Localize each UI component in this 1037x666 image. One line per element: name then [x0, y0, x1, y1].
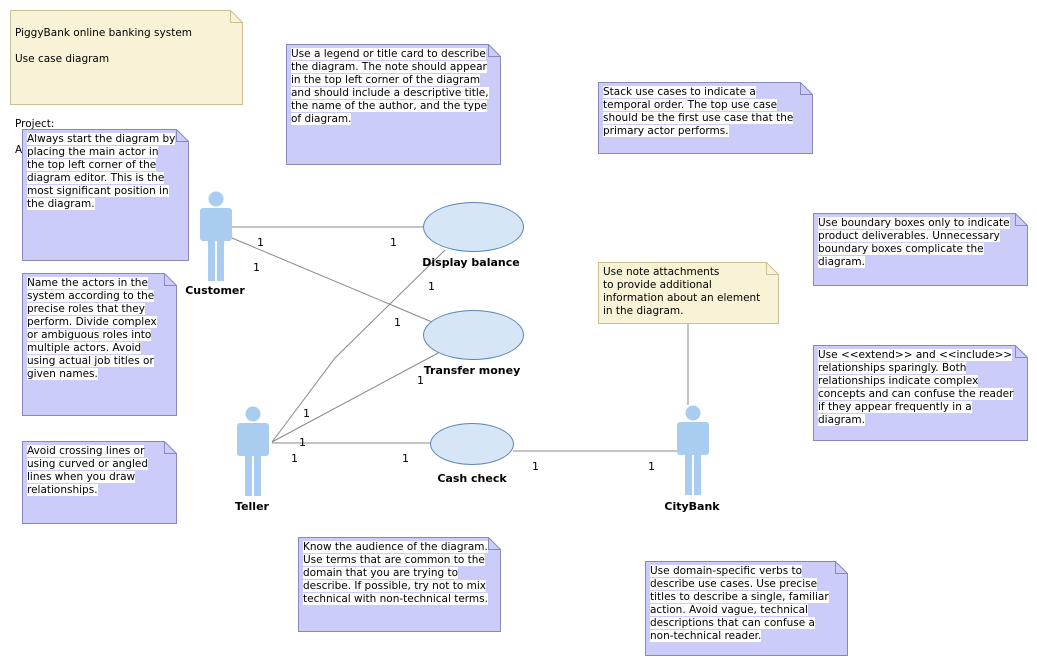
- note-boundary-text: Use boundary boxes only to indicate prod…: [818, 217, 1010, 268]
- actor-customer-icon[interactable]: [197, 191, 235, 281]
- multiplicity-label: 1: [648, 460, 655, 473]
- usecase-cash-check[interactable]: [430, 423, 514, 465]
- multiplicity-label: 1: [390, 236, 397, 249]
- actor-citybank-icon[interactable]: [674, 405, 712, 495]
- actor-customer-label: Customer: [185, 284, 245, 297]
- project-label: Project:: [15, 118, 55, 130]
- note-attachments-text: Use note attachments to provide addition…: [603, 266, 761, 317]
- title-line-2: Use case diagram: [15, 53, 110, 65]
- multiplicity-label: 1: [532, 460, 539, 473]
- actor-teller-label: Teller: [235, 500, 269, 513]
- actor-teller-icon[interactable]: [234, 406, 272, 496]
- note-extend-text: Use <<extend>> and <<include>> relations…: [818, 349, 1014, 426]
- note-legend-text: Use a legend or title card to describe t…: [291, 48, 489, 125]
- multiplicity-label: 1: [394, 316, 401, 329]
- note-attachments[interactable]: Use note attachments to provide addition…: [598, 262, 779, 324]
- multiplicity-label: 1: [402, 452, 409, 465]
- note-legend[interactable]: Use a legend or title card to describe t…: [286, 44, 501, 165]
- multiplicity-label: 1: [257, 236, 264, 249]
- note-stack[interactable]: Stack use cases to indicate a temporal o…: [598, 82, 813, 154]
- note-verbs[interactable]: Use domain-specific verbs to describe us…: [645, 561, 848, 656]
- usecase-cash-check-label: Cash check: [437, 472, 507, 485]
- usecase-transfer-money-label: Transfer money: [423, 364, 521, 377]
- multiplicity-label: 1: [417, 374, 424, 387]
- note-crossing-text: Avoid crossing lines or using curved or …: [27, 445, 148, 496]
- note-verbs-text: Use domain-specific verbs to describe us…: [650, 565, 829, 642]
- multiplicity-label: 1: [253, 261, 260, 274]
- actor-citybank-label: CityBank: [664, 500, 720, 513]
- title-line-1: PiggyBank online banking system: [15, 27, 193, 39]
- assoc-customer-transfer-money: [231, 237, 433, 323]
- usecase-display-balance[interactable]: [423, 202, 524, 252]
- note-start-text: Always start the diagram by placing the …: [27, 133, 176, 210]
- assoc-teller-transfer-money: [271, 351, 441, 443]
- note-crossing[interactable]: Avoid crossing lines or using curved or …: [22, 441, 177, 524]
- multiplicity-label: 1: [299, 436, 306, 449]
- note-stack-text: Stack use cases to indicate a temporal o…: [603, 86, 794, 137]
- multiplicity-label: 1: [428, 280, 435, 293]
- usecase-display-balance-label: Display balance: [422, 256, 520, 269]
- note-extend[interactable]: Use <<extend>> and <<include>> relations…: [813, 345, 1028, 441]
- assoc-teller-display-balance: [271, 249, 446, 443]
- note-start[interactable]: Always start the diagram by placing the …: [22, 129, 189, 261]
- note-audience-text: Know the audience of the diagram. Use te…: [303, 541, 488, 605]
- note-actors-text: Name the actors in the system according …: [27, 277, 157, 380]
- note-actors[interactable]: Name the actors in the system according …: [22, 273, 177, 416]
- usecase-transfer-money[interactable]: [423, 310, 524, 360]
- multiplicity-label: 1: [291, 452, 298, 465]
- multiplicity-label: 1: [303, 407, 310, 420]
- title-card[interactable]: PiggyBank online banking system Use case…: [10, 10, 243, 156]
- note-boundary[interactable]: Use boundary boxes only to indicate prod…: [813, 213, 1028, 286]
- note-audience[interactable]: Know the audience of the diagram. Use te…: [298, 537, 501, 632]
